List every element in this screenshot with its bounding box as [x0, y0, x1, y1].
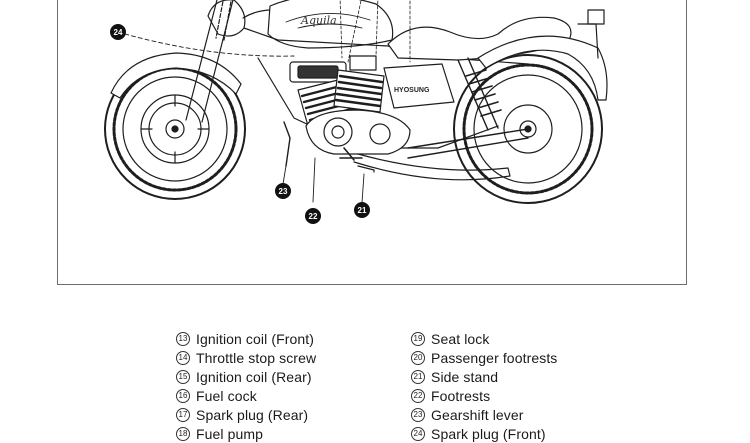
legend-item: 22 Footrests [411, 386, 557, 405]
legend-label: Ignition coil (Front) [196, 330, 315, 347]
callout-23: 23 [275, 183, 291, 199]
legend-label: Ignition coil (Rear) [196, 368, 312, 385]
callout-22: 22 [305, 208, 321, 224]
svg-text:24: 24 [114, 28, 123, 37]
legend-item: 24 Spark plug (Front) [411, 424, 557, 443]
legend-label: Spark plug (Front) [431, 425, 546, 442]
motorcycle-figure-frame: Aquila HYOSUNG [57, 0, 687, 285]
legend-number: 24 [411, 426, 425, 441]
legend-item: 13 Ignition coil (Front) [176, 329, 316, 348]
legend-label: Seat lock [431, 330, 490, 347]
legend-label: Passenger footrests [431, 349, 558, 366]
legend-label: Side stand [431, 368, 499, 385]
svg-text:23: 23 [279, 187, 288, 196]
legend-number: 14 [176, 350, 190, 365]
svg-text:22: 22 [309, 212, 318, 221]
legend-item: 20 Passenger footrests [411, 348, 557, 367]
svg-text:21: 21 [358, 206, 367, 215]
legend-label: Footrests [431, 387, 491, 404]
engine-brand-label: HYOSUNG [394, 87, 430, 94]
legend-number: 15 [176, 369, 190, 384]
motorcycle-illustration: Aquila HYOSUNG [104, 0, 608, 224]
legend-label: Fuel pump [196, 425, 264, 442]
legend-number: 18 [176, 426, 190, 441]
callout-24: 24 [110, 24, 126, 40]
legend-number: 23 [411, 407, 425, 422]
legend-item: 21 Side stand [411, 367, 557, 386]
legend-item: 17 Spark plug (Rear) [176, 405, 316, 424]
legend-number: 13 [176, 331, 190, 346]
legend-item: 16 Fuel cock [176, 386, 316, 405]
legend-item: 19 Seat lock [411, 329, 557, 348]
legend-item: 23 Gearshift lever [411, 405, 557, 424]
legend-right-column: 19 Seat lock 20 Passenger footrests 21 S… [411, 329, 557, 443]
legend-number: 22 [411, 388, 425, 403]
legend-item: 14 Throttle stop screw [176, 348, 316, 367]
legend-number: 20 [411, 350, 425, 365]
legend-item: 15 Ignition coil (Rear) [176, 367, 316, 386]
legend-number: 17 [176, 407, 190, 422]
callout-21: 21 [354, 202, 370, 218]
legend-number: 19 [411, 331, 425, 346]
legend-label: Throttle stop screw [196, 349, 317, 366]
legend-label: Spark plug (Rear) [196, 406, 309, 423]
legend-label: Fuel cock [196, 387, 257, 404]
tank-brand-label: Aquila [300, 14, 337, 27]
legend-number: 16 [176, 388, 190, 403]
legend-item: 18 Fuel pump [176, 424, 316, 443]
legend-number: 21 [411, 369, 425, 384]
legend-left-column: 13 Ignition coil (Front) 14 Throttle sto… [176, 329, 316, 443]
legend-label: Gearshift lever [431, 406, 524, 423]
